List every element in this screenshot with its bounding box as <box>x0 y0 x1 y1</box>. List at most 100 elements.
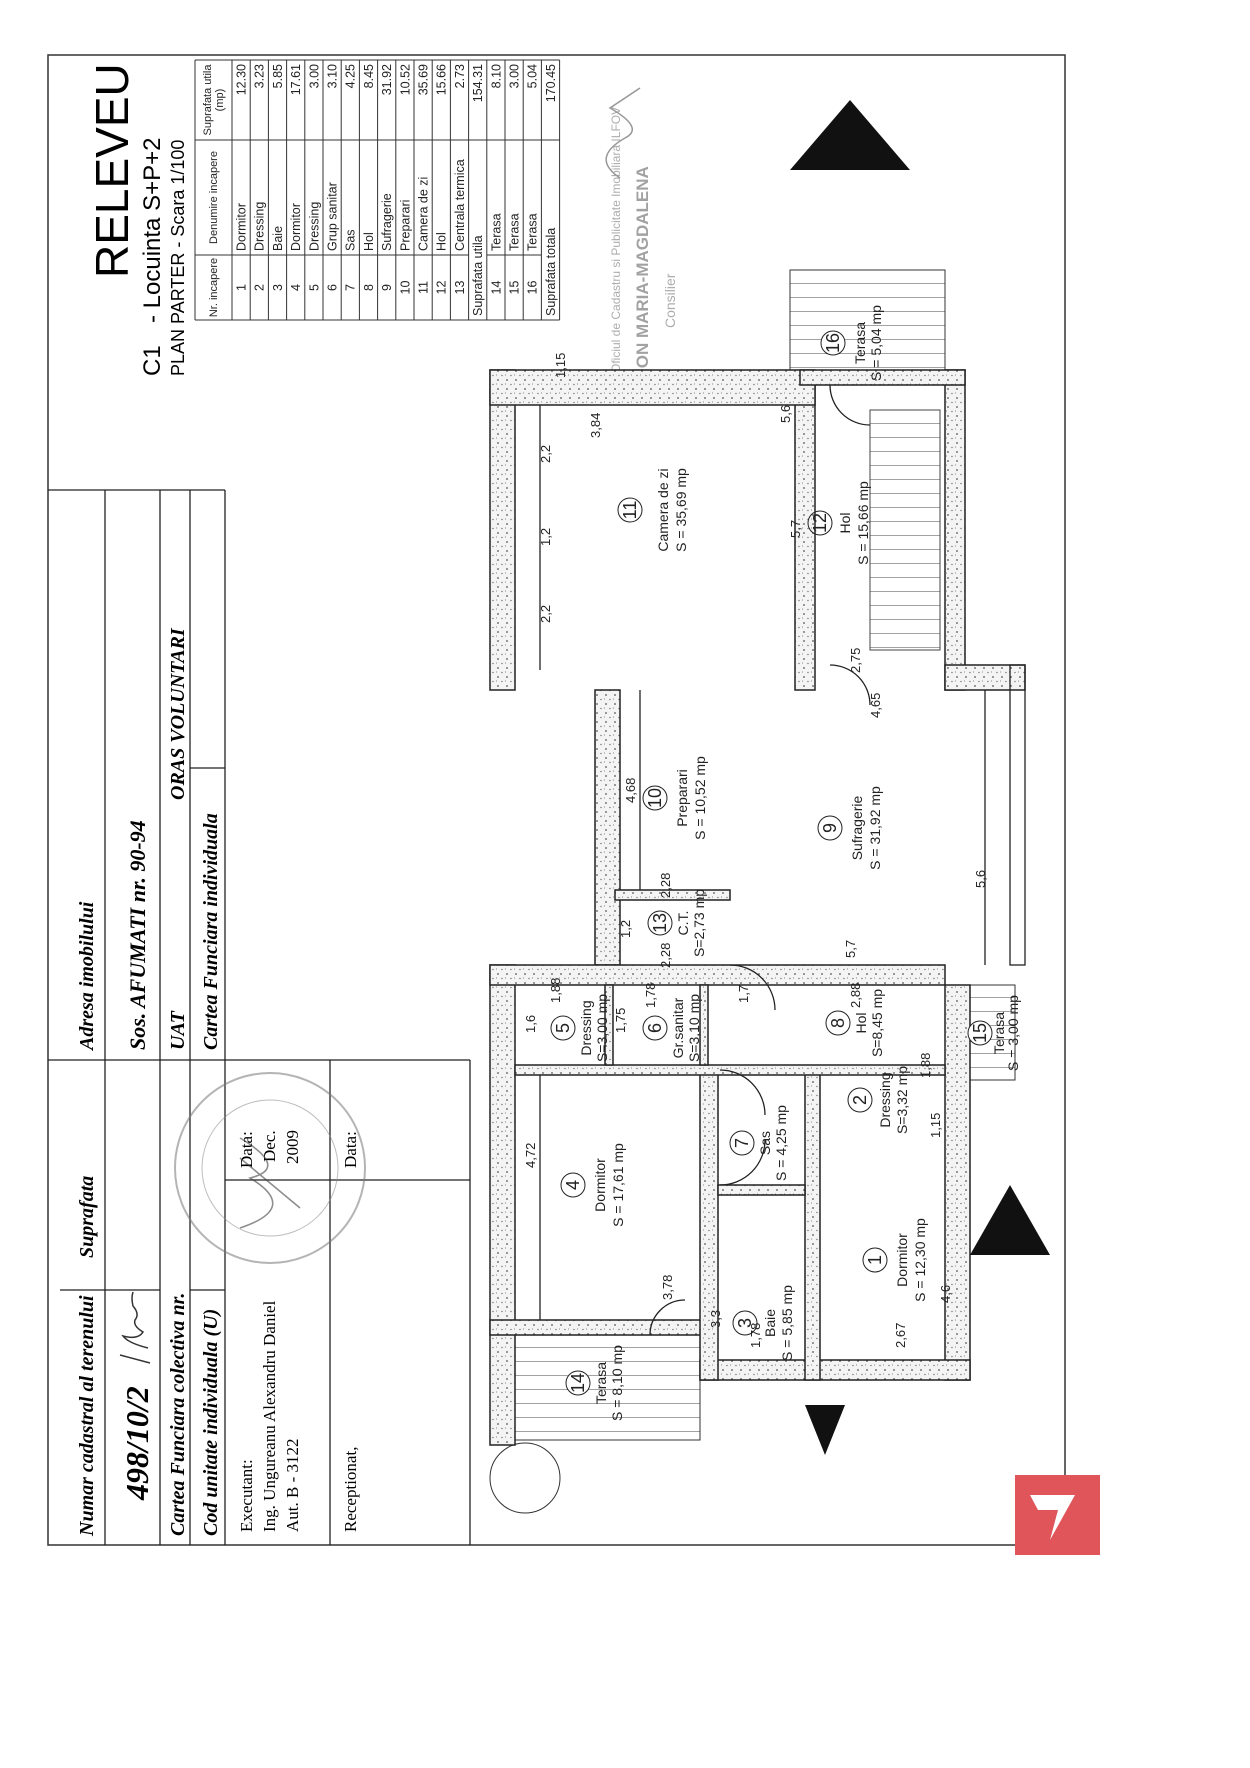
svg-text:Sufragerie: Sufragerie <box>849 795 865 860</box>
table-header-name: Denumire incapere <box>207 151 220 244</box>
svg-text:S = 3,00 mp: S = 3,00 mp <box>1005 995 1021 1071</box>
svg-text:6: 6 <box>645 1023 665 1033</box>
svg-text:16: 16 <box>823 333 843 353</box>
table-cell-area: 3.00 <box>307 64 321 88</box>
table-cell-nr: 2 <box>253 284 267 291</box>
room-label: 13 C.T.S=2,73 mp <box>647 889 707 957</box>
svg-text:S = 5,85 mp: S = 5,85 mp <box>779 1285 795 1361</box>
svg-text:S=8,45 mp: S=8,45 mp <box>869 989 885 1057</box>
staircase <box>869 409 941 651</box>
svg-text:C.T.: C.T. <box>675 911 691 936</box>
table-cell-area: 3.23 <box>253 64 267 88</box>
unit-code-label: Cod unitate individuala (U) <box>200 1309 222 1536</box>
dimension-labels: 4,6 2,67 1,78 3,3 3,78 4,72 1,6 1,88 1,7… <box>523 353 988 1348</box>
dimension: 4,65 <box>868 693 883 718</box>
svg-text:Dressing: Dressing <box>877 1072 893 1127</box>
dimension: 3,78 <box>660 1275 675 1300</box>
svg-text:7: 7 <box>732 1138 752 1148</box>
table-cell-name: Grup sanitar <box>326 182 340 251</box>
svg-text:Terasa: Terasa <box>593 1362 609 1404</box>
table-cell-area: 8.45 <box>362 64 376 88</box>
table-cell-name: Dressing <box>307 202 321 251</box>
dimension: 1,6 <box>523 1015 538 1033</box>
dimension: 1,15 <box>553 353 568 378</box>
table-cell-name: Baie <box>271 226 285 251</box>
table-cell-area: 5.85 <box>271 64 285 88</box>
table-cell-nr: 3 <box>271 284 285 291</box>
table-cell-nr: 13 <box>453 281 467 295</box>
table-cell-nr: 7 <box>344 284 358 291</box>
handwritten-annotation <box>119 1291 151 1364</box>
svg-text:9: 9 <box>820 823 840 833</box>
cadastral-label: Numar cadastral al terenului <box>76 1295 98 1537</box>
dimension: 1,2 <box>538 528 553 546</box>
svg-text:Preparari: Preparari <box>674 769 690 827</box>
table-cell-name: Sas <box>344 229 358 251</box>
svg-text:10: 10 <box>645 788 665 808</box>
table-cell-nr: 8 <box>362 284 376 291</box>
signature <box>239 1137 301 1229</box>
table-cell-area: 154.31 <box>471 64 485 102</box>
svg-text:Gr.sanitar: Gr.sanitar <box>670 997 686 1058</box>
svg-text:S = 31,92 mp: S = 31,92 mp <box>867 786 883 870</box>
table-cell-name: Preparari <box>398 200 412 251</box>
table-cell-name: Terasa <box>526 213 540 251</box>
table-cell-name: Dormitor <box>235 203 249 251</box>
svg-text:S = 17,61 mp: S = 17,61 mp <box>610 1143 626 1227</box>
svg-text:14: 14 <box>568 1373 588 1393</box>
svg-text:S = 35,69 mp: S = 35,69 mp <box>673 468 689 552</box>
table-cell-nr: 12 <box>435 281 449 295</box>
table-cell-name: Hol <box>362 232 376 251</box>
svg-text:Dormitor: Dormitor <box>592 1158 608 1212</box>
svg-text:S = 5,04 mp: S = 5,04 mp <box>868 305 884 381</box>
svg-text:3: 3 <box>735 1318 755 1328</box>
dimension: 2,28 <box>658 943 673 968</box>
svg-text:2: 2 <box>850 1095 870 1105</box>
authorization-stamp <box>174 1072 366 1264</box>
table-cell-nr: 6 <box>326 284 340 291</box>
dimension: 4,72 <box>523 1143 538 1168</box>
dimension: 1,2 <box>618 920 633 938</box>
cadastral-value: 498/10/2 <box>119 1386 155 1501</box>
svg-text:Dressing: Dressing <box>578 1000 594 1055</box>
dimension: 2,88 <box>848 983 863 1008</box>
plan-scale: PLAN PARTER - Scara 1/100 <box>168 140 188 376</box>
table-cell-area: 10.52 <box>398 64 412 95</box>
table-cell-summary-label: Suprafata utila <box>471 235 485 316</box>
uat-label: UAT <box>167 1010 189 1050</box>
svg-text:1: 1 <box>865 1255 885 1265</box>
svg-text:Consilier: Consilier <box>662 273 678 328</box>
door-swings <box>649 384 871 1336</box>
spiral-staircase <box>489 1442 561 1514</box>
floor-plan <box>489 269 1026 1514</box>
svg-text:11: 11 <box>620 501 640 520</box>
address-value: Sos. AFUMATI nr. 90-94 <box>125 820 150 1050</box>
svg-text:13: 13 <box>650 913 670 933</box>
dimension: 1,75 <box>613 1008 628 1033</box>
table-cell-nr: 11 <box>417 281 431 294</box>
table-cell-area: 3.00 <box>508 64 522 88</box>
svg-text:Baie: Baie <box>762 1309 778 1337</box>
table-cell-area: 15.66 <box>435 64 449 95</box>
svg-text:S = 10,52 mp: S = 10,52 mp <box>692 756 708 840</box>
svg-text:Oficiul de Cadastru si Publici: Oficiul de Cadastru si Publicitate Imobi… <box>609 107 623 373</box>
dimension: 4,6 <box>938 1285 953 1303</box>
table-cell-nr: 14 <box>489 281 503 295</box>
table-header-nr: Nr. incapere <box>207 257 220 318</box>
executant-name: Ing. Ungureanu Alexandru Daniel <box>260 1300 279 1532</box>
table-cell-nr: 1 <box>235 284 249 291</box>
receptionat-label: Receptionat, <box>341 1447 360 1532</box>
table-cell-summary-label: Suprafata totala <box>544 228 558 316</box>
building-code: C1 <box>139 345 166 376</box>
dimension: 2,67 <box>893 1323 908 1348</box>
table-cell-area: 4.25 <box>344 64 358 88</box>
